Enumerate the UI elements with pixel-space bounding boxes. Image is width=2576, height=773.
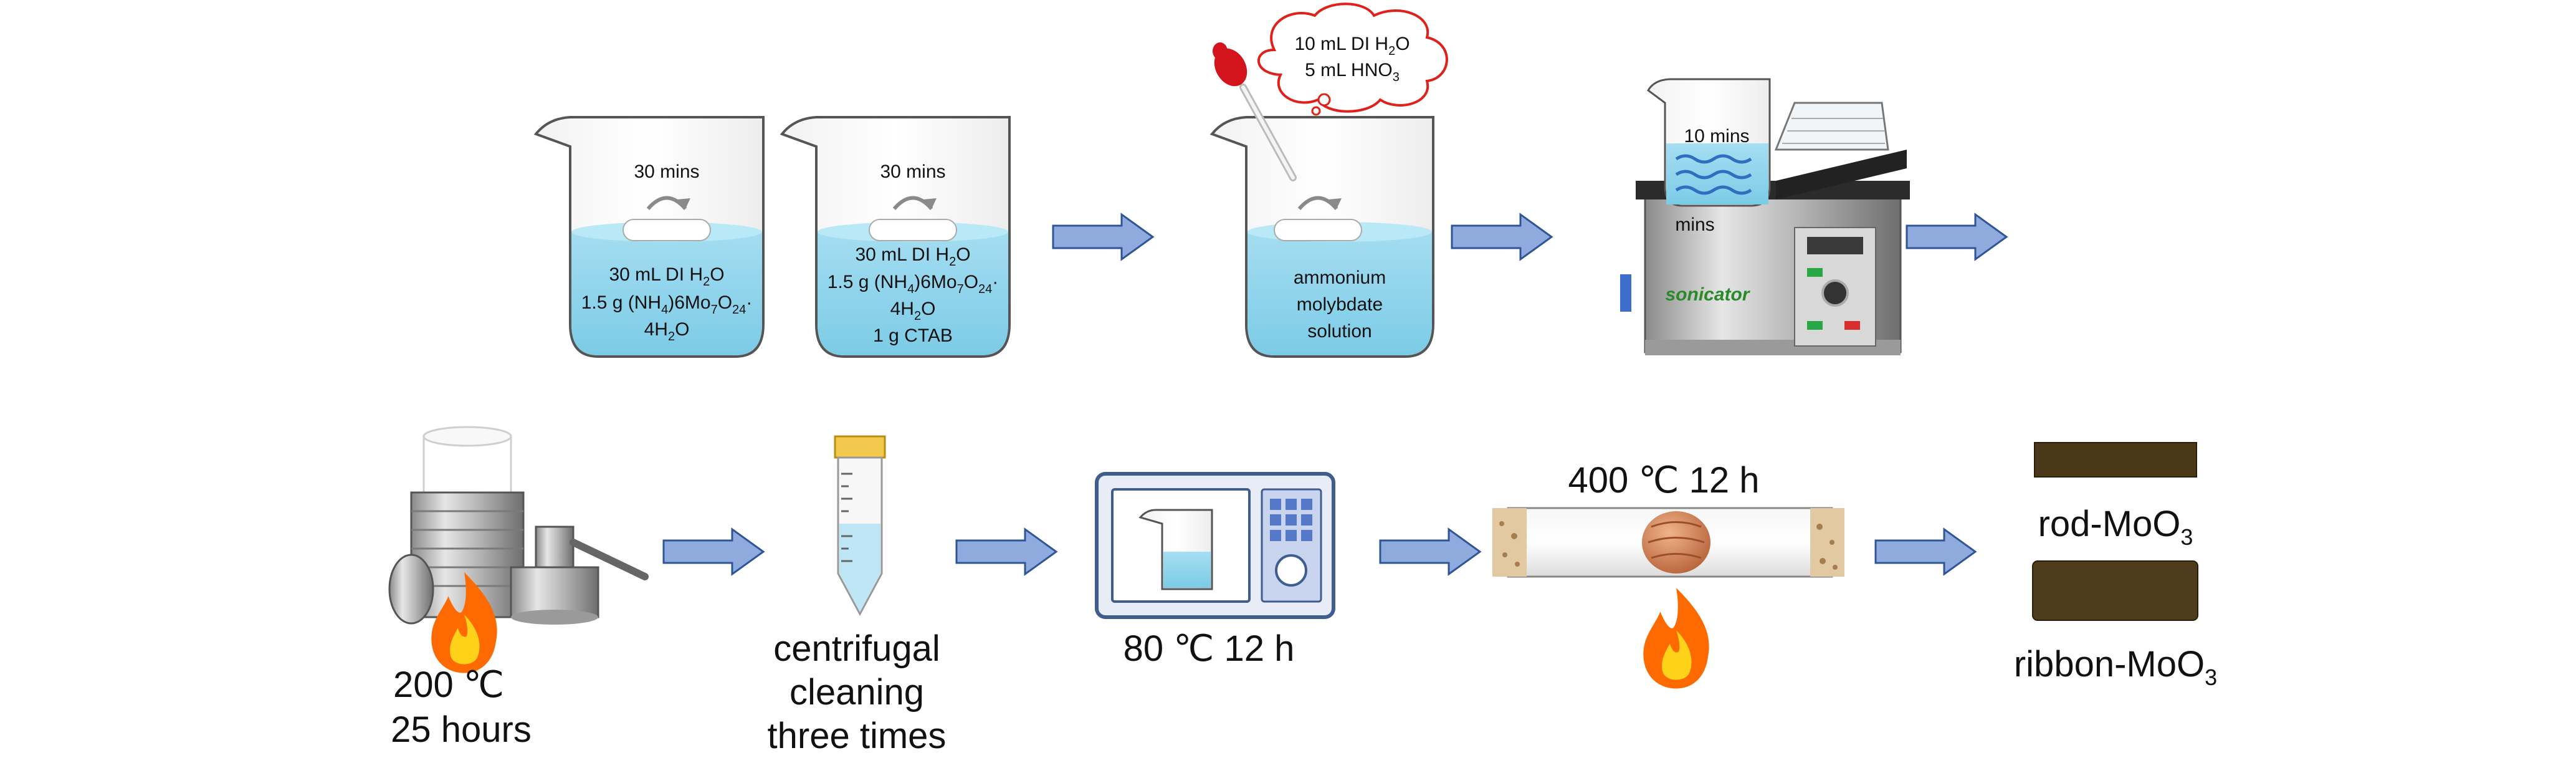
sonicator-brand: sonicator: [1665, 284, 1750, 305]
centrifuge-tube-icon: [834, 435, 886, 617]
reagent-cloud: 10 mL DI H2O 5 mL HNO3: [1257, 2, 1448, 116]
stir-bar-icon: [623, 219, 711, 241]
arrow-6: [1379, 528, 1481, 575]
oven-icon: [1095, 472, 1335, 619]
ultrasonic-cleaner-icon: sonicator mins 10 mins: [1620, 78, 1910, 355]
beaker2-line2: 1.5 g (NH4)6Mo7O24·: [828, 272, 999, 296]
arrow-3: [1906, 213, 2008, 261]
beaker-2: 30 mins 30 mL DI H2O 1.5 g (NH4)6Mo7O24·…: [780, 116, 1011, 358]
dropper-icon: [1213, 42, 1297, 181]
cloud-line1: 10 mL DI H2O: [1294, 34, 1410, 58]
stir-bar-icon: [869, 219, 957, 241]
arrow-7: [1874, 528, 1977, 575]
autoclave-temp: 200 ℃: [393, 665, 504, 705]
arrow-5: [955, 528, 1057, 575]
centrifuge-line2: cleaning: [789, 672, 924, 713]
rotation-arrow-icon: [1297, 196, 1338, 211]
centrifuge-line1: centrifugal: [773, 628, 940, 669]
autoclave-time: 25 hours: [391, 709, 532, 750]
beaker1-line1: 30 mL DI H2O: [609, 264, 724, 289]
beaker1-line2: 1.5 g (NH4)6Mo7O24·: [581, 292, 753, 317]
beaker-3: ammonium molybdate solution: [1209, 116, 1434, 358]
furnace-label: 400 ℃ 12 h: [1568, 460, 1759, 501]
oven-label: 80 ℃ 12 h: [1123, 628, 1295, 669]
rod-label: rod-MoO3: [2038, 504, 2193, 550]
beaker3-line2: molybdate: [1297, 294, 1383, 315]
sonicator-time: 10 mins: [1684, 126, 1749, 146]
beaker2-line4: 1 g CTAB: [873, 325, 953, 346]
beaker3-line1: ammonium: [1294, 267, 1386, 288]
beaker2-time: 30 mins: [880, 161, 945, 182]
ribbon-label: ribbon-MoO3: [2014, 644, 2217, 690]
rotation-arrow-icon: [646, 196, 687, 211]
beaker2-line1: 30 mL DI H2O: [855, 244, 970, 269]
beaker1-time: 30 mins: [634, 161, 699, 182]
rotation-arrow-icon: [892, 196, 933, 211]
arrow-2: [1451, 213, 1553, 261]
flame-icon: [1643, 588, 1709, 689]
beaker-1: 30 mins 30 mL DI H2O 1.5 g (NH4)6Mo7O24·…: [533, 116, 765, 358]
beaker3-line3: solution: [1307, 321, 1371, 342]
beaker1-line3: 4H2O: [644, 319, 690, 343]
stir-bar-icon: [1274, 219, 1362, 241]
sonicator-panel-label: mins: [1675, 214, 1714, 235]
tube-furnace-icon: [1492, 507, 1844, 578]
autoclave-icon: [388, 426, 649, 625]
ribbon-moo3-swatch: [2032, 560, 2198, 621]
cloud-line2: 5 mL HNO3: [1305, 60, 1400, 84]
arrow-1: [1052, 213, 1154, 261]
beaker2-line3: 4H2O: [890, 299, 936, 323]
arrow-4: [662, 528, 765, 575]
centrifuge-line3: three times: [768, 716, 947, 756]
rod-moo3-swatch: [2034, 442, 2197, 478]
